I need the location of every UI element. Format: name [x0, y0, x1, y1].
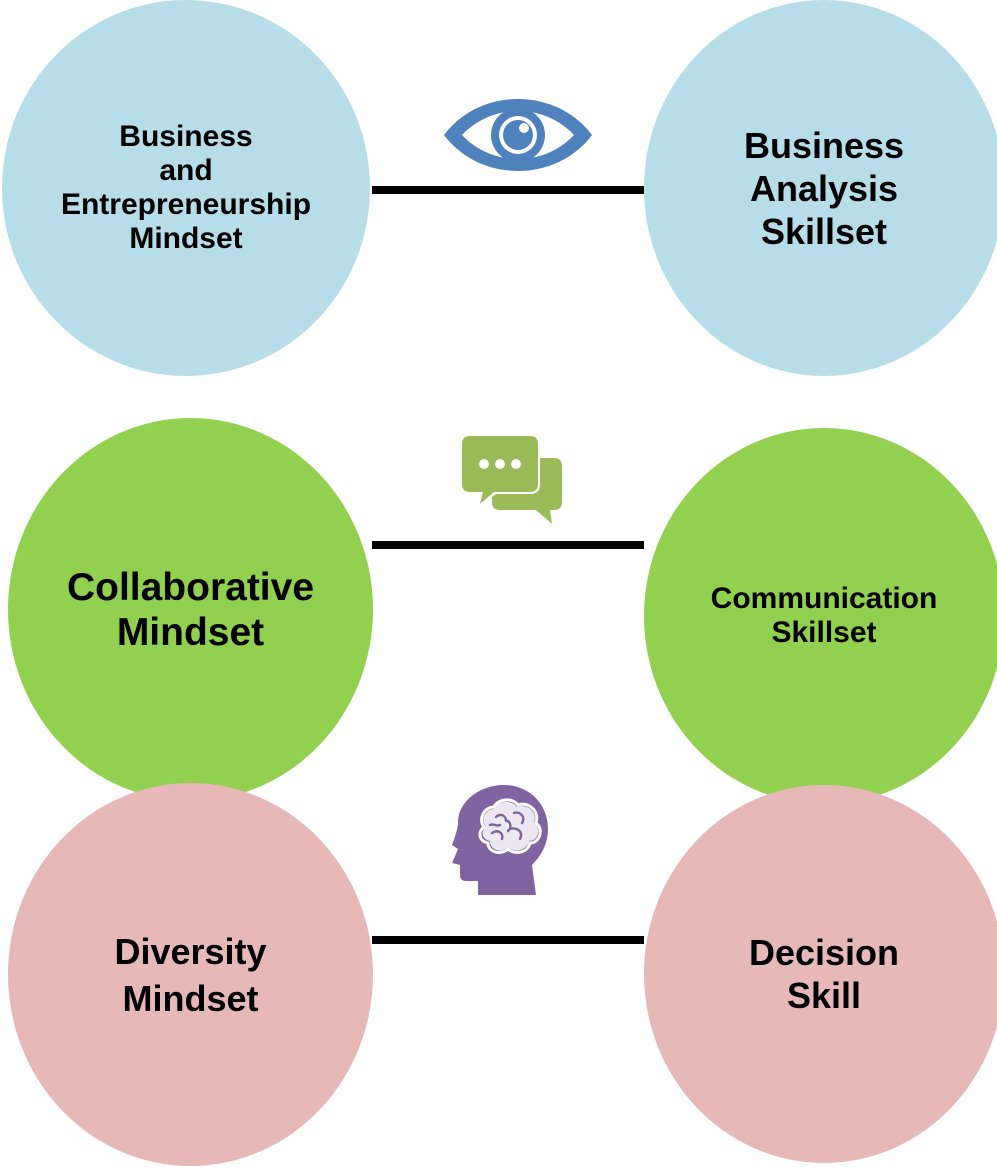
node-diversity-mindset: Diversity Mindset	[8, 783, 373, 1166]
node-label: Business Analysis Skillset	[743, 124, 905, 252]
eye-icon	[440, 95, 596, 175]
node-collaborative-mindset: Collaborative Mindset	[8, 418, 373, 801]
connector-line	[372, 541, 644, 549]
node-business-entrepreneurship-mindset: Business and Entrepreneurship Mindset	[2, 0, 370, 376]
connector-line	[372, 186, 644, 194]
brain-head-icon	[444, 783, 554, 897]
node-label: Communication Skillset	[710, 582, 938, 649]
node-decision-skill: Decision Skill	[644, 785, 997, 1163]
node-label: Business and Entrepreneurship Mindset	[60, 120, 312, 255]
node-label: Decision Skill	[748, 932, 900, 1016]
chat-bubbles-icon	[460, 432, 564, 526]
node-label: Collaborative Mindset	[66, 565, 315, 654]
node-business-analysis-skillset: Business Analysis Skillset	[644, 0, 997, 376]
node-communication-skillset: Communication Skillset	[644, 428, 997, 804]
node-label: Diversity Mindset	[114, 930, 267, 1019]
connector-line	[372, 936, 644, 944]
